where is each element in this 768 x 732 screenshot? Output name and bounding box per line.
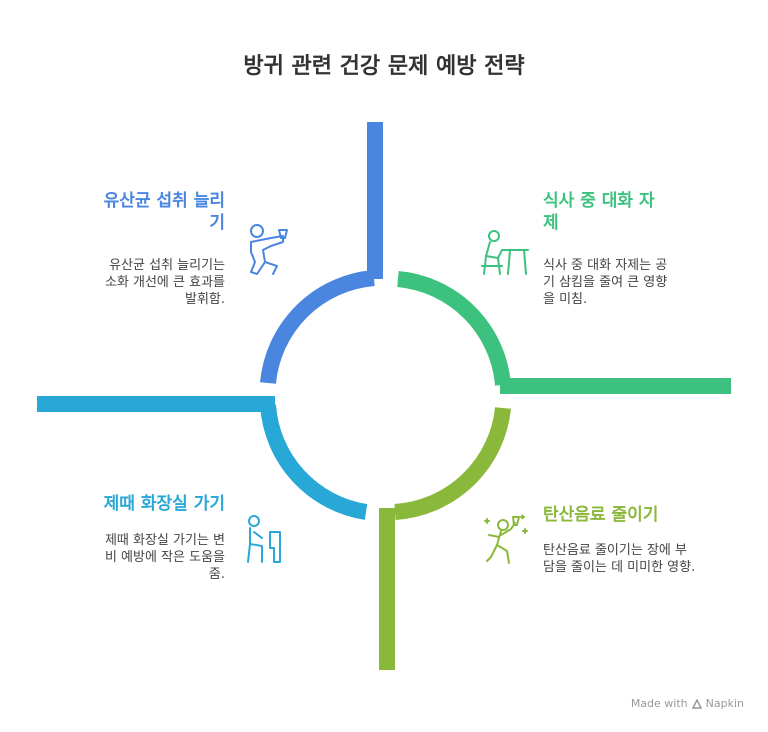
- arc-bottom-right: [394, 407, 511, 520]
- napkin-logo-icon: [691, 698, 702, 709]
- soda-heading: 탄산음료 줄이기: [543, 505, 659, 525]
- person-toilet-icon: [247, 515, 281, 563]
- watermark-prefix: Made with: [630, 697, 688, 710]
- bathroom-description: 제때 화장실 가기는 변 비 예방에 작은 도움을 줌.: [104, 533, 225, 582]
- napkin-watermark: Made with Napkin: [631, 697, 744, 710]
- person-drinking-icon: [250, 224, 288, 275]
- posture-description: 식사 중 대화 자제는 공 기 삼킴을 줄여 큰 영향 을 미침.: [543, 258, 668, 307]
- bathroom-heading: 제때 화장실 가기: [103, 494, 225, 514]
- arc-top-left: [260, 270, 375, 384]
- soda-description: 탄산음료 줄이기는 장에 부 담을 줄이는 데 미미한 영향.: [543, 543, 696, 575]
- person-drinking-soda-icon: [484, 514, 528, 564]
- posture-heading: 식사 중 대화 자 제: [543, 191, 655, 233]
- probiotics-description: 유산균 섭취 늘리기는 소화 개선에 큰 효과를 발휘함.: [104, 258, 225, 307]
- probiotics-heading: 유산균 섭취 늘리 기: [103, 191, 225, 233]
- arc-bottom-left: [260, 404, 368, 520]
- watermark-brand: Napkin: [705, 697, 744, 710]
- person-at-table-icon: [481, 230, 529, 275]
- page-title: 방귀 관련 건강 문제 예방 전략: [243, 54, 525, 79]
- arc-top-right: [397, 271, 511, 386]
